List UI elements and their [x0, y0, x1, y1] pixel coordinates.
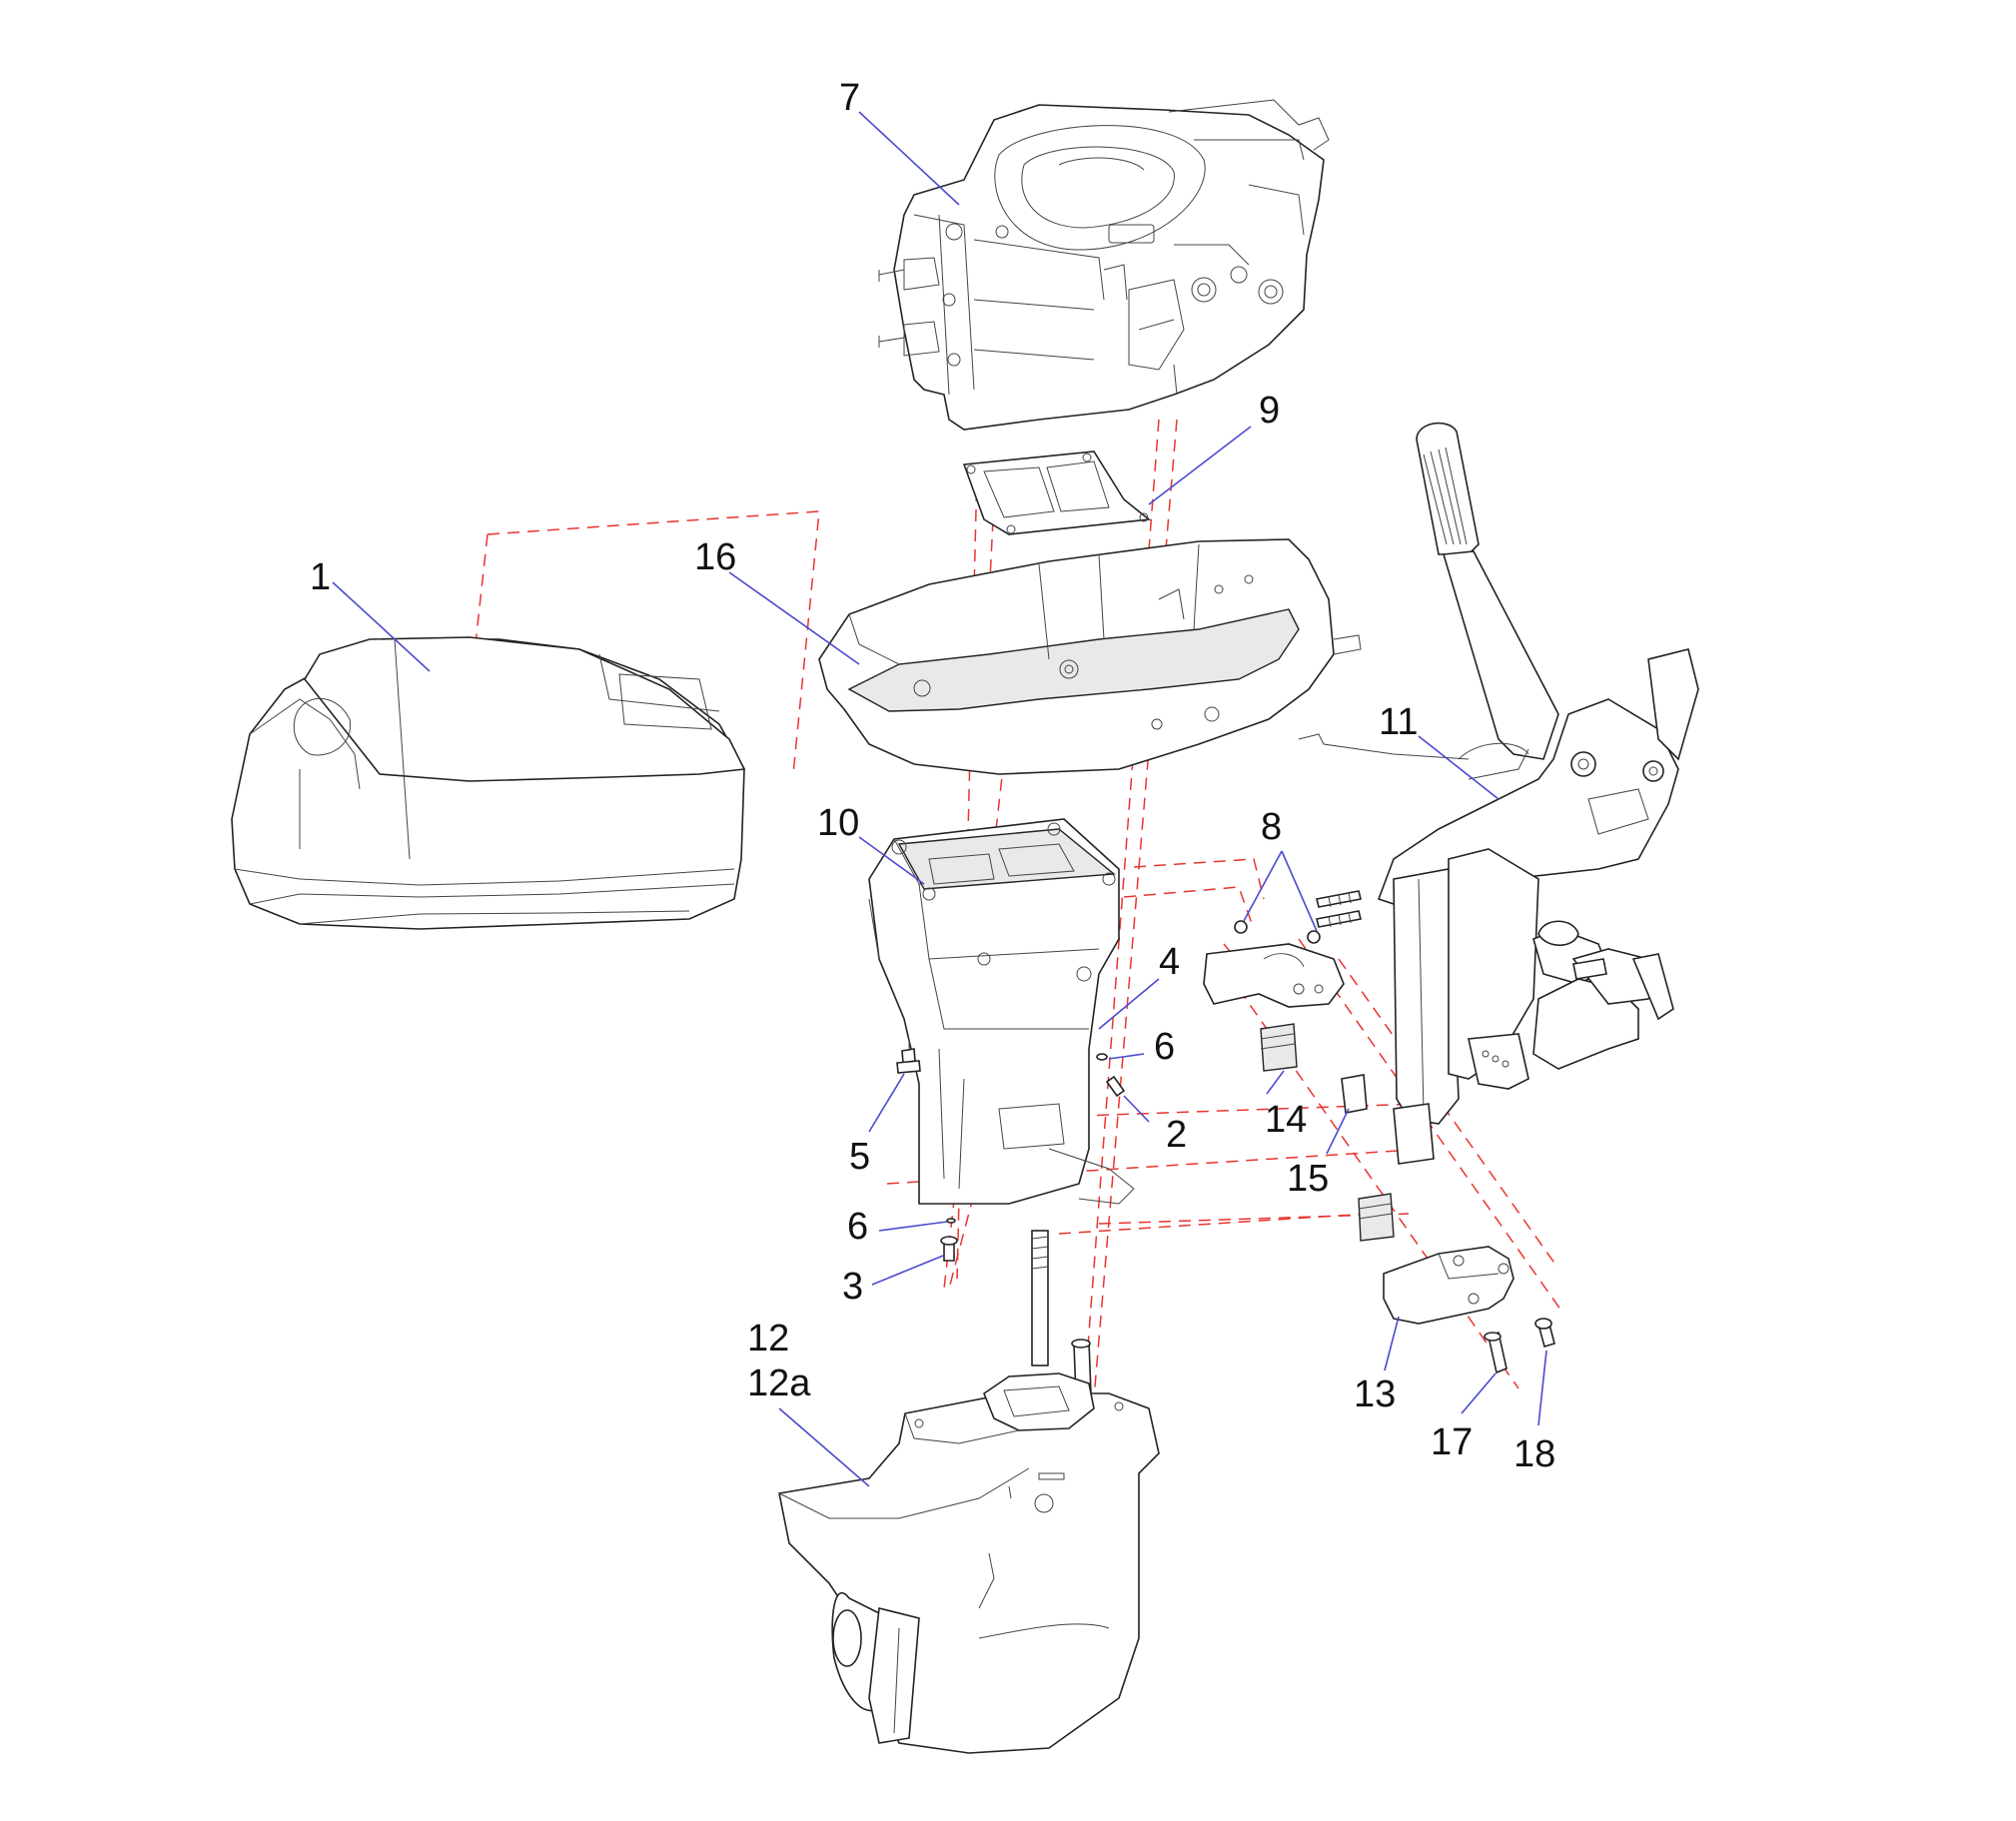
callout-6-lower: 6 — [847, 1206, 868, 1248]
callout-9: 9 — [1259, 390, 1280, 432]
clamp-parts — [1203, 943, 1514, 1325]
gasket — [962, 451, 1152, 535]
callout-4: 4 — [1159, 941, 1180, 983]
callout-5: 5 — [849, 1136, 870, 1178]
callout-3: 3 — [842, 1266, 863, 1308]
callout-11: 11 — [1379, 701, 1418, 743]
bottom-cowl — [818, 538, 1362, 775]
gearcase-lower-unit — [778, 1230, 1160, 1754]
callout-12a: 12a — [747, 1363, 811, 1404]
callout-12: 12 — [747, 1318, 789, 1360]
callout-10: 10 — [817, 802, 859, 844]
tiller-and-bracket — [1298, 422, 1699, 1165]
callout-16: 16 — [694, 536, 736, 578]
callout-2: 2 — [1166, 1114, 1187, 1156]
callout-13: 13 — [1354, 1373, 1396, 1415]
driveshaft-housing — [868, 818, 1135, 1205]
callout-15: 15 — [1287, 1158, 1329, 1200]
top-cowl — [231, 636, 746, 930]
callout-6-upper: 6 — [1154, 1026, 1175, 1068]
callout-17: 17 — [1431, 1421, 1473, 1463]
callout-8: 8 — [1261, 806, 1282, 848]
fasteners — [896, 920, 1555, 1374]
callout-1: 1 — [310, 556, 331, 598]
leader-lines — [332, 111, 1547, 1487]
powerhead-engine — [878, 99, 1330, 431]
callout-7: 7 — [839, 77, 860, 119]
callout-18: 18 — [1513, 1433, 1555, 1475]
callout-14: 14 — [1265, 1099, 1307, 1141]
callout-numbers: 7 9 1 16 11 10 8 4 6 2 14 15 5 6 3 12 12… — [310, 77, 1555, 1475]
